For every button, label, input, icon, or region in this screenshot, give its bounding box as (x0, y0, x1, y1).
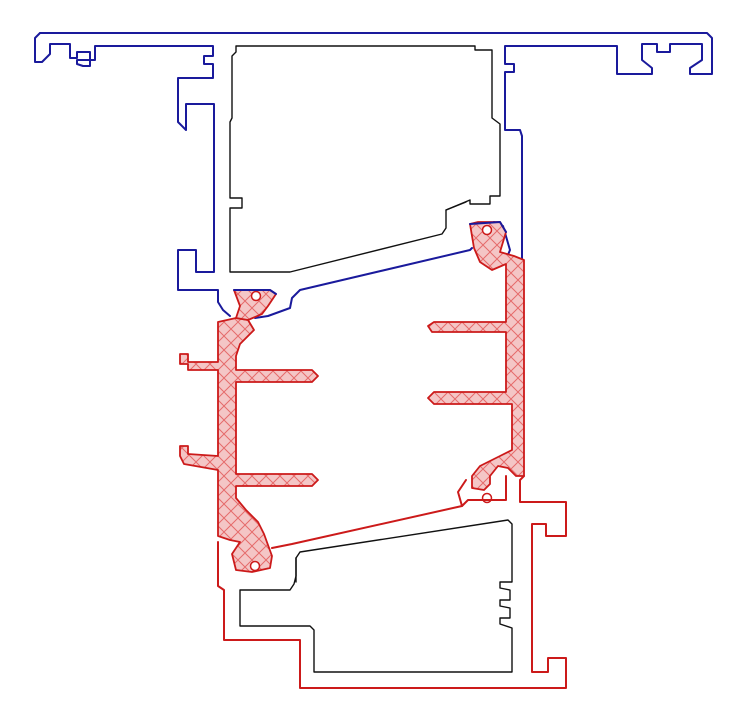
outer-top-flange (39, 32, 713, 279)
screw-port-top-right (481, 224, 493, 236)
thermal-break-body (427, 221, 525, 491)
lower-chamber (239, 519, 513, 673)
upper-chamber-outline (229, 45, 501, 273)
thermal-break-lower-left (179, 317, 319, 573)
top-right-clip-blue-edge (469, 221, 507, 233)
inner-right-flange (217, 475, 567, 689)
inner-aluminium-profile (217, 475, 567, 689)
screw-port-top-left (250, 290, 262, 302)
top-left-clip-blue-edge (233, 289, 277, 295)
inner-diagonal-web (271, 475, 507, 549)
outer-aluminium-profile (34, 32, 713, 319)
screw-port-bottom-left (249, 560, 261, 572)
upper-chamber (229, 45, 501, 273)
inner-notch (457, 479, 467, 507)
thermal-break-insulator (179, 221, 525, 573)
outer-left-flange (34, 32, 231, 317)
outer-diagonal-web (254, 247, 473, 319)
lower-chamber-outline (239, 519, 513, 673)
upper-chamber-groove (445, 201, 467, 211)
screw-port-bottom-right (481, 492, 493, 504)
